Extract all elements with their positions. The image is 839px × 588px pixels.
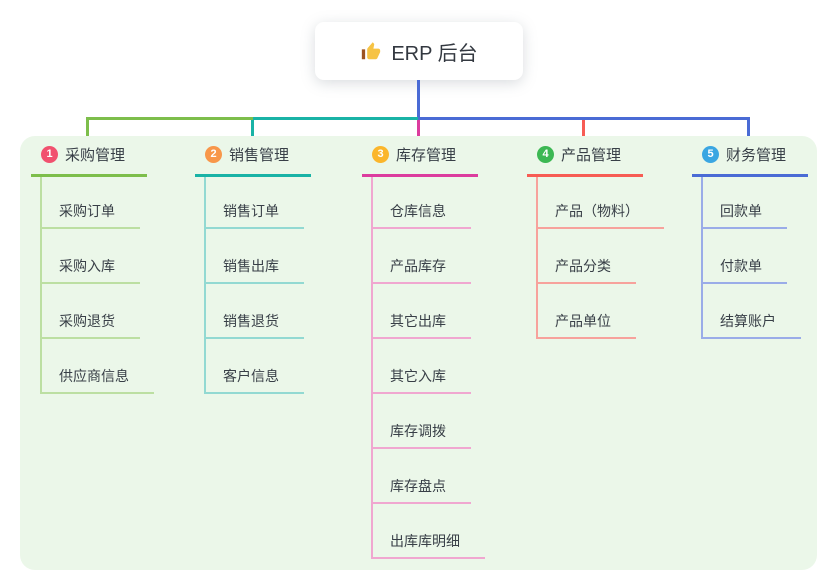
- thumbs-up-cuff: [362, 49, 366, 60]
- branch-column-4: 4 产品管理 产品（物料） 产品分类 产品单位: [527, 144, 664, 339]
- child-node-label: 客户信息: [223, 368, 279, 384]
- thumbs-up-hand: [367, 42, 381, 60]
- branch-number-badge: 4: [537, 146, 554, 163]
- child-node[interactable]: 库存盘点: [373, 449, 471, 504]
- branch-group-panel: [20, 136, 817, 570]
- child-node-label: 库存调拨: [390, 423, 446, 439]
- connector-drop-blue: [747, 117, 750, 142]
- branch-column-3: 3 库存管理 仓库信息 产品库存 其它出库 其它入库 库存调拨 库存盘点 出库库…: [362, 144, 485, 559]
- child-node[interactable]: 结算账户: [703, 284, 801, 339]
- branch-number-badge: 5: [702, 146, 719, 163]
- connector-drop-teal: [251, 120, 254, 142]
- branch-node-sales[interactable]: 2 销售管理: [195, 144, 311, 177]
- branch-label: 销售管理: [229, 147, 290, 164]
- child-node-label: 仓库信息: [390, 203, 446, 219]
- child-node-label: 采购订单: [59, 203, 115, 219]
- branch-number-badge: 1: [41, 146, 58, 163]
- child-node-label: 结算账户: [720, 313, 776, 329]
- child-node[interactable]: 出库库明细: [373, 504, 485, 559]
- branch-label: 采购管理: [65, 147, 126, 164]
- connector-bus-green: [86, 117, 253, 120]
- connector-root-stem: [417, 80, 420, 120]
- child-node[interactable]: 产品（物料）: [538, 177, 664, 229]
- branch-number-badge: 2: [205, 146, 222, 163]
- branch-label: 库存管理: [396, 147, 457, 164]
- connector-drop-green: [86, 117, 89, 142]
- branch-label: 产品管理: [561, 147, 622, 164]
- child-node-label: 产品（物料）: [555, 203, 639, 219]
- connector-drop-magenta: [417, 120, 420, 142]
- child-node[interactable]: 销售退货: [206, 284, 304, 339]
- child-node-label: 出库库明细: [390, 533, 460, 549]
- child-node-label: 销售出库: [223, 258, 279, 274]
- child-node-label: 采购退货: [59, 313, 115, 329]
- child-node-label: 产品库存: [390, 258, 446, 274]
- branch-column-2: 2 销售管理 销售订单 销售出库 销售退货 客户信息: [195, 144, 311, 394]
- child-node[interactable]: 采购入库: [42, 229, 140, 284]
- branch-children: 仓库信息 产品库存 其它出库 其它入库 库存调拨 库存盘点 出库库明细: [371, 177, 485, 559]
- branch-children: 回款单 付款单 结算账户: [701, 177, 808, 339]
- child-node[interactable]: 销售出库: [206, 229, 304, 284]
- child-node[interactable]: 库存调拨: [373, 394, 471, 449]
- branch-children: 产品（物料） 产品分类 产品单位: [536, 177, 664, 339]
- child-node-label: 其它出库: [390, 313, 446, 329]
- child-node-label: 付款单: [720, 258, 762, 274]
- child-node-label: 回款单: [720, 203, 762, 219]
- child-node[interactable]: 产品库存: [373, 229, 471, 284]
- child-node-label: 销售订单: [223, 203, 279, 219]
- branch-column-5: 5 财务管理 回款单 付款单 结算账户: [692, 144, 808, 339]
- child-node-label: 产品分类: [555, 258, 611, 274]
- child-node-label: 销售退货: [223, 313, 279, 329]
- child-node-label: 供应商信息: [59, 368, 129, 384]
- child-node[interactable]: 客户信息: [206, 339, 304, 394]
- branch-node-product[interactable]: 4 产品管理: [527, 144, 643, 177]
- root-node[interactable]: ERP 后台: [315, 22, 523, 80]
- child-node[interactable]: 采购订单: [42, 177, 140, 229]
- child-node[interactable]: 产品分类: [538, 229, 636, 284]
- branch-node-inventory[interactable]: 3 库存管理: [362, 144, 478, 177]
- branch-children: 采购订单 采购入库 采购退货 供应商信息: [40, 177, 154, 394]
- child-node-label: 其它入库: [390, 368, 446, 384]
- connector-bus-teal: [253, 117, 418, 120]
- child-node[interactable]: 销售订单: [206, 177, 304, 229]
- branch-children: 销售订单 销售出库 销售退货 客户信息: [204, 177, 311, 394]
- branch-column-1: 1 采购管理 采购订单 采购入库 采购退货 供应商信息: [31, 144, 154, 394]
- child-node[interactable]: 其它入库: [373, 339, 471, 394]
- child-node[interactable]: 采购退货: [42, 284, 140, 339]
- child-node[interactable]: 付款单: [703, 229, 787, 284]
- child-node-label: 库存盘点: [390, 478, 446, 494]
- connector-bus-blue: [418, 117, 750, 120]
- child-node[interactable]: 其它出库: [373, 284, 471, 339]
- child-node[interactable]: 仓库信息: [373, 177, 471, 229]
- child-node[interactable]: 产品单位: [538, 284, 636, 339]
- connector-drop-red: [582, 120, 585, 142]
- child-node-label: 采购入库: [59, 258, 115, 274]
- root-node-label: ERP 后台: [391, 42, 478, 65]
- thumbs-up-icon: [360, 40, 382, 62]
- branch-number-badge: 3: [372, 146, 389, 163]
- child-node[interactable]: 供应商信息: [42, 339, 154, 394]
- branch-node-procurement[interactable]: 1 采购管理: [31, 144, 147, 177]
- child-node[interactable]: 回款单: [703, 177, 787, 229]
- branch-node-finance[interactable]: 5 财务管理: [692, 144, 808, 177]
- branch-label: 财务管理: [726, 147, 787, 164]
- child-node-label: 产品单位: [555, 313, 611, 329]
